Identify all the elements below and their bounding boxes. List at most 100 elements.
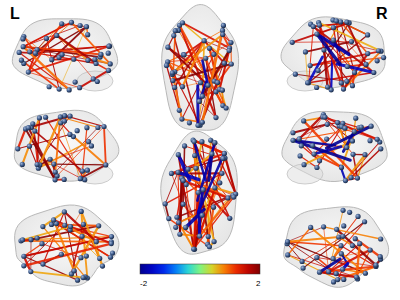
region-node	[80, 169, 85, 174]
colorbar-tick: 2	[256, 280, 260, 288]
region-node	[51, 161, 56, 166]
region-node	[335, 120, 340, 125]
region-node	[67, 113, 72, 118]
region-node	[343, 178, 348, 183]
brain-view	[282, 111, 387, 184]
region-node	[325, 122, 330, 127]
region-node	[95, 125, 100, 130]
region-node	[181, 52, 186, 57]
brain-view	[15, 205, 119, 286]
region-node	[369, 124, 374, 129]
region-node	[78, 255, 83, 260]
region-node	[353, 116, 358, 121]
region-node	[353, 236, 358, 241]
region-node	[33, 51, 38, 56]
region-node	[183, 225, 188, 230]
region-node	[21, 263, 26, 268]
region-node	[227, 216, 232, 221]
region-node	[220, 88, 225, 93]
region-node	[37, 115, 42, 120]
region-node	[355, 214, 360, 219]
region-node	[85, 32, 90, 37]
region-node	[317, 270, 322, 275]
region-node	[69, 20, 74, 25]
region-node	[79, 209, 84, 214]
region-node	[165, 45, 170, 50]
connection-line	[317, 34, 349, 54]
region-node	[73, 79, 78, 84]
region-node	[198, 80, 203, 85]
region-node	[81, 222, 86, 227]
region-node	[227, 48, 232, 53]
region-node	[20, 162, 25, 167]
region-node	[62, 119, 67, 124]
region-node	[192, 153, 197, 158]
region-node	[341, 86, 346, 91]
region-node	[173, 28, 178, 33]
region-node	[225, 195, 230, 200]
connection-line	[337, 229, 376, 265]
region-node	[316, 68, 321, 73]
region-node	[108, 255, 113, 260]
region-node	[297, 153, 302, 158]
region-node	[301, 162, 306, 167]
brain-outline	[161, 131, 238, 254]
connection-line	[167, 65, 180, 110]
region-node	[67, 87, 72, 92]
connection-line	[80, 70, 109, 87]
region-node	[314, 255, 319, 260]
connection-line	[23, 47, 69, 90]
region-node	[325, 84, 330, 89]
region-node	[199, 139, 204, 144]
region-node	[350, 243, 355, 248]
region-node	[30, 121, 35, 126]
region-node	[338, 243, 343, 248]
brain-outline	[15, 205, 119, 286]
region-node	[68, 224, 73, 229]
region-node	[185, 167, 190, 172]
region-node	[375, 58, 380, 63]
region-node	[28, 237, 33, 242]
region-node	[171, 33, 176, 38]
region-node	[211, 205, 216, 210]
connection-line	[43, 212, 64, 227]
region-node	[192, 247, 197, 252]
region-node	[212, 185, 217, 190]
region-node	[381, 55, 386, 60]
region-node	[19, 58, 24, 63]
region-node	[106, 44, 111, 49]
region-node	[177, 232, 182, 237]
region-node	[322, 114, 327, 119]
colorbar-tick: -2	[140, 280, 147, 288]
region-node	[59, 21, 64, 26]
region-node	[212, 140, 217, 145]
region-node	[331, 279, 336, 284]
connection-line	[324, 50, 328, 87]
region-node	[173, 225, 178, 230]
region-node	[75, 128, 80, 133]
region-node	[222, 61, 227, 66]
region-node	[95, 79, 100, 84]
region-node	[348, 175, 353, 180]
connection-line	[40, 117, 61, 165]
region-node	[311, 151, 316, 156]
connection-line	[309, 57, 323, 83]
connection-line	[317, 34, 340, 64]
connection-line	[54, 220, 75, 271]
region-node	[96, 223, 101, 228]
region-node	[181, 202, 186, 207]
region-node	[17, 50, 22, 55]
region-node	[175, 170, 180, 175]
region-node	[229, 61, 234, 66]
region-node	[180, 20, 185, 25]
connection-line	[288, 237, 339, 242]
brain-view	[161, 131, 239, 254]
region-node	[308, 225, 313, 230]
connection-line	[357, 244, 360, 277]
connection-line	[338, 123, 378, 140]
region-node	[215, 80, 220, 85]
region-node	[378, 236, 383, 241]
hemisphere-label: R	[376, 6, 388, 22]
region-node	[293, 72, 298, 77]
region-node	[107, 44, 112, 49]
